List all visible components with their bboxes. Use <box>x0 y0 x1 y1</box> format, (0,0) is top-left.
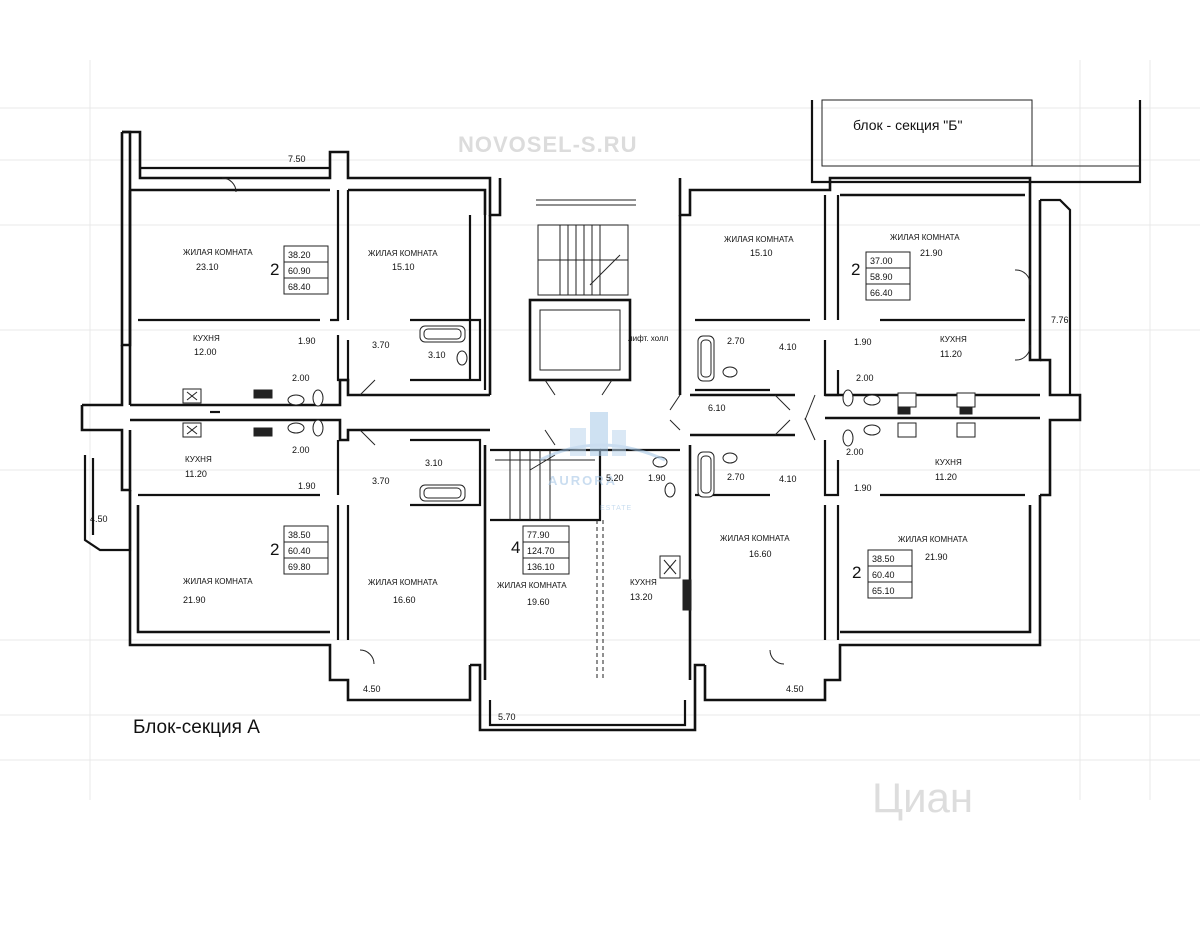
tr-living-small-area: 15.10 <box>750 248 773 258</box>
tr-kitchen-area: 11.20 <box>940 349 962 359</box>
tl-living-small-label: ЖИЛАЯ КОМНАТА <box>368 249 438 258</box>
tr-hall-area: 1.90 <box>854 337 872 347</box>
br-balcony-area: 4.50 <box>786 684 804 694</box>
stair-flights <box>495 225 628 520</box>
c-apt-total-area: 124.70 <box>527 546 555 556</box>
tl-apt-areas-box: 38.20 60.90 68.40 <box>283 245 329 295</box>
toilets <box>287 350 881 498</box>
tl-kitchen-area: 12.00 <box>194 347 217 357</box>
c-living-label: ЖИЛАЯ КОМНАТА <box>497 581 567 590</box>
br-wc-area: 2.00 <box>846 447 864 457</box>
bl-kitchen-label: КУХНЯ <box>185 455 212 464</box>
bl-hall-area: 1.90 <box>298 481 316 491</box>
c-kitchen-area: 13.20 <box>630 592 653 602</box>
lobby-area: 6.10 <box>708 403 726 413</box>
br-corridor-area: 4.10 <box>779 474 797 484</box>
tl-corridor-area: 3.70 <box>372 340 390 350</box>
br-hall-area: 1.90 <box>854 483 872 493</box>
bl-apt-areas-box: 38.50 60.40 69.80 <box>283 525 329 575</box>
bathtub-top-right <box>697 335 715 382</box>
bl-living-small-label: ЖИЛАЯ КОМНАТА <box>368 578 438 587</box>
door-swings <box>221 177 1031 665</box>
bl-apt-full-area: 69.80 <box>288 562 311 572</box>
tl-apt-rooms: 2 <box>270 260 279 279</box>
tl-hall-area: 1.90 <box>298 336 316 346</box>
br-bath-area: 2.70 <box>727 472 745 482</box>
interior-walls <box>130 190 1040 680</box>
tr-living-big-area: 21.90 <box>920 248 943 258</box>
bl-bath-area: 3.10 <box>425 458 443 468</box>
watermark-brand: AURORA <box>548 473 617 488</box>
bl-living-big-area: 21.90 <box>183 595 206 605</box>
watermark-portal: Циан <box>872 774 973 821</box>
tr-apt-total-area: 58.90 <box>870 272 893 282</box>
tl-apt-full-area: 68.40 <box>288 282 311 292</box>
section-a-caption: Блок-секция А <box>133 717 260 738</box>
br-apt-living-area: 38.50 <box>872 554 895 564</box>
tl-living-big-area: 23.10 <box>196 262 219 272</box>
watermark-brand-sub: ESTATE <box>600 505 632 512</box>
br-living-big-area: 21.90 <box>925 552 948 562</box>
bl-corridor-area: 3.70 <box>372 476 390 486</box>
tr-wc-area: 2.00 <box>856 373 874 383</box>
watermark-site: NOVOSEL-S.RU <box>458 132 637 157</box>
br-kitchen-area: 11.20 <box>935 472 957 482</box>
section-b-label: блок - секция "Б" <box>853 117 962 133</box>
tr-bath-area: 2.70 <box>727 336 745 346</box>
bathtub-bottom-right <box>697 451 715 498</box>
lift-hall-label: лифт. холл <box>628 334 669 343</box>
br-living-big-label: ЖИЛАЯ КОМНАТА <box>898 535 968 544</box>
bathtub-top-left <box>419 325 466 343</box>
tl-living-small-area: 15.10 <box>392 262 415 272</box>
section-b-outline: блок - секция "Б" <box>810 99 1142 184</box>
bl-living-small-area: 16.60 <box>393 595 416 605</box>
bl-apt-rooms: 2 <box>270 540 279 559</box>
bathtub-bottom-left <box>419 484 466 502</box>
br-apt-full-area: 65.10 <box>872 586 895 596</box>
tl-living-big-label: ЖИЛАЯ КОМНАТА <box>183 248 253 257</box>
bl-wc-area: 2.00 <box>292 445 310 455</box>
tr-kitchen-label: КУХНЯ <box>940 335 967 344</box>
br-apt-total-area: 60.40 <box>872 570 895 580</box>
bl-living-big-label: ЖИЛАЯ КОМНАТА <box>183 577 253 586</box>
br-living-small-label: ЖИЛАЯ КОМНАТА <box>720 534 790 543</box>
br-kitchen-label: КУХНЯ <box>935 458 962 467</box>
br-apt-areas-box: 38.50 60.40 65.10 <box>867 549 913 599</box>
tl-apt-living-area: 38.20 <box>288 250 311 260</box>
br-living-small-area: 16.60 <box>749 549 772 559</box>
bl-apt-total-area: 60.40 <box>288 546 311 556</box>
tl-balcony-area: 7.50 <box>288 154 306 164</box>
c-apt-living-area: 77.90 <box>527 530 550 540</box>
c-apt-rooms: 4 <box>511 538 520 557</box>
tr-living-big-label: ЖИЛАЯ КОМНАТА <box>890 233 960 242</box>
bl-apt-living-area: 38.50 <box>288 530 311 540</box>
c-apt-areas-box: 77.90 124.70 136.10 <box>522 525 570 575</box>
tr-apt-rooms: 2 <box>851 260 860 279</box>
tl-apt-total-area: 60.90 <box>288 266 311 276</box>
tl-wc-area: 2.00 <box>292 373 310 383</box>
c-living-area: 19.60 <box>527 597 550 607</box>
tr-living-small-label: ЖИЛАЯ КОМНАТА <box>724 235 794 244</box>
tr-apt-full-area: 66.40 <box>870 288 893 298</box>
tr-apt-living-area: 37.00 <box>870 256 893 266</box>
tl-bath-area: 3.10 <box>428 350 446 360</box>
c-kitchen-label: КУХНЯ <box>630 578 657 587</box>
bl-balcony-bottom-area: 4.50 <box>363 684 381 694</box>
tl-kitchen-label: КУХНЯ <box>193 334 220 343</box>
c-apt-full-area: 136.10 <box>527 562 555 572</box>
br-apt-rooms: 2 <box>852 563 861 582</box>
bl-balcony-left-area: 4.50 <box>90 514 108 524</box>
tr-balcony-area: 7.76 <box>1051 315 1069 325</box>
tr-apt-areas-box: 37.00 58.90 66.40 <box>865 251 911 301</box>
aurora-watermark: AURORA ESTATE <box>539 412 666 512</box>
c-balcony-area: 5.70 <box>498 712 516 722</box>
c-wc-area: 1.90 <box>648 473 666 483</box>
stoves <box>182 388 976 611</box>
outer-walls <box>80 130 1082 732</box>
bl-kitchen-area: 11.20 <box>185 469 207 479</box>
tr-corridor-area: 4.10 <box>779 342 797 352</box>
c-hall-area: 5.20 <box>606 473 624 483</box>
